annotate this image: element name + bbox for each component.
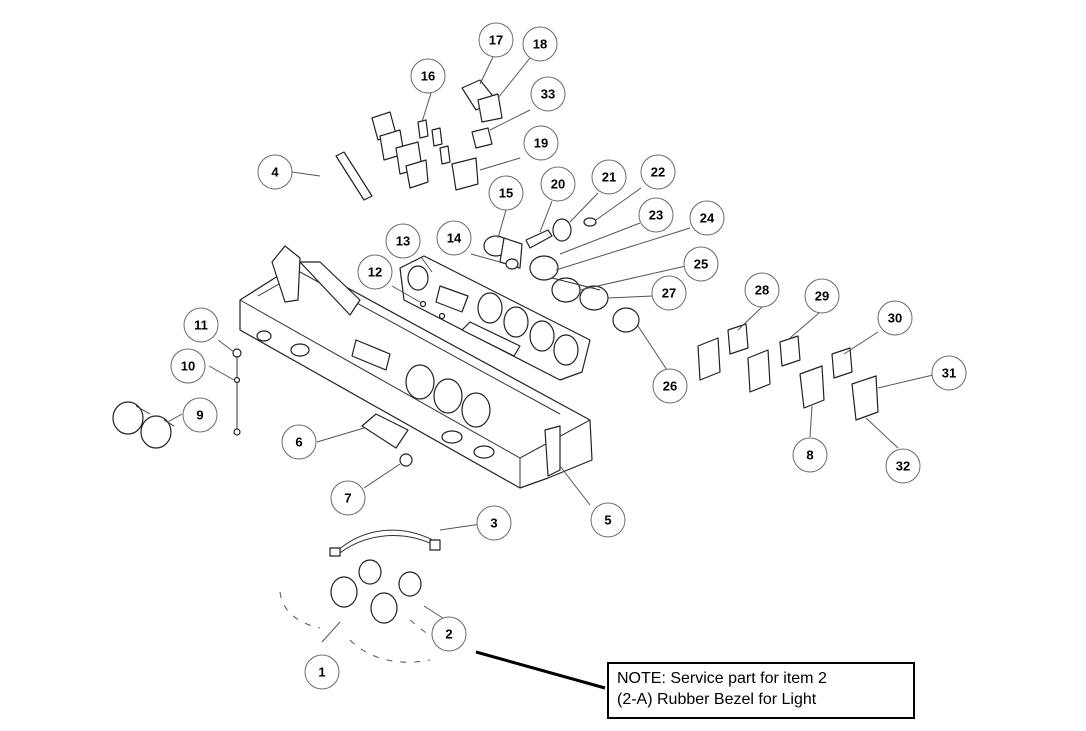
callout-2: 2 <box>431 616 467 652</box>
callout-10: 10 <box>170 348 206 384</box>
callout-30: 30 <box>877 300 913 336</box>
callout-15: 15 <box>488 175 524 211</box>
callout-21: 21 <box>591 159 627 195</box>
group-bracket-1 <box>279 591 321 629</box>
svg-text:12: 12 <box>368 265 382 280</box>
service-note-line-2: (2-A) Rubber Bezel for Light <box>617 691 817 708</box>
callout-12: 12 <box>357 254 393 290</box>
callout-8: 8 <box>792 437 828 473</box>
svg-text:10: 10 <box>181 359 195 374</box>
callout-14: 14 <box>436 220 472 256</box>
callouts: 1 2 3 4 5 6 7 8 9 10 11 12 13 14 15 16 1… <box>170 22 967 690</box>
callout-22: 22 <box>640 154 676 190</box>
service-note-line-1: NOTE: Service part for item 2 <box>617 670 827 687</box>
gauge-assembly <box>529 255 609 311</box>
callout-18: 18 <box>522 26 558 62</box>
svg-text:31: 31 <box>942 366 956 381</box>
rubber-bezels <box>330 576 398 624</box>
callout-17: 17 <box>478 22 514 58</box>
screw <box>438 312 446 320</box>
console-housing <box>239 245 593 489</box>
parts-drawing <box>112 79 879 663</box>
callout-19: 19 <box>523 125 559 161</box>
callout-28: 28 <box>744 272 780 308</box>
bezel-ring <box>612 307 640 333</box>
svg-text:30: 30 <box>888 311 902 326</box>
svg-text:9: 9 <box>196 408 203 423</box>
svg-text:7: 7 <box>344 491 351 506</box>
service-note-box: NOTE: Service part for item 2 (2-A) Rubb… <box>607 662 915 719</box>
callout-29: 29 <box>804 278 840 314</box>
svg-text:14: 14 <box>447 231 462 246</box>
lock-ring <box>552 218 572 242</box>
callout-23: 23 <box>638 197 674 233</box>
callout-32: 32 <box>885 448 921 484</box>
callout-6: 6 <box>281 424 317 460</box>
callout-25: 25 <box>683 246 719 282</box>
svg-text:15: 15 <box>499 186 513 201</box>
faceplate-bracket <box>461 321 521 357</box>
callout-3: 3 <box>476 505 512 541</box>
mounting-bolt <box>232 348 242 436</box>
lamp-sockets <box>358 559 422 597</box>
rocker-switches <box>697 323 879 421</box>
svg-text:13: 13 <box>396 234 410 249</box>
svg-text:5: 5 <box>604 513 611 528</box>
svg-text:28: 28 <box>755 283 769 298</box>
svg-text:26: 26 <box>663 379 677 394</box>
trim-strip <box>335 151 373 201</box>
toggle-switch <box>361 413 409 449</box>
svg-text:19: 19 <box>534 136 548 151</box>
svg-text:18: 18 <box>533 37 547 52</box>
group-bracket-1 <box>349 639 431 663</box>
svg-text:2: 2 <box>445 627 452 642</box>
callout-24: 24 <box>689 200 725 236</box>
callout-4: 4 <box>257 154 293 190</box>
svg-text:22: 22 <box>651 165 665 180</box>
lock-washer <box>583 217 597 227</box>
ignition-key <box>525 229 553 249</box>
callout-33: 33 <box>530 76 566 112</box>
callout-11: 11 <box>183 307 219 343</box>
note-pointer <box>475 650 606 690</box>
svg-text:24: 24 <box>700 211 715 226</box>
svg-text:21: 21 <box>602 170 616 185</box>
svg-text:33: 33 <box>541 87 555 102</box>
svg-text:1: 1 <box>318 665 325 680</box>
svg-text:11: 11 <box>194 318 208 333</box>
switch-faceplate <box>399 255 591 381</box>
ignition-switch <box>483 235 523 270</box>
wire-harness <box>329 529 441 557</box>
svg-text:23: 23 <box>649 208 663 223</box>
callout-9: 9 <box>182 397 218 433</box>
svg-text:27: 27 <box>662 286 676 301</box>
callout-26: 26 <box>652 368 688 404</box>
callout-5: 5 <box>590 502 626 538</box>
svg-text:29: 29 <box>815 289 829 304</box>
callout-13: 13 <box>385 223 421 259</box>
svg-text:8: 8 <box>806 448 813 463</box>
svg-text:4: 4 <box>271 165 279 180</box>
callout-16: 16 <box>410 58 446 94</box>
svg-text:3: 3 <box>490 516 497 531</box>
headlight-pair <box>112 401 175 449</box>
relay-cluster <box>371 79 503 191</box>
svg-text:20: 20 <box>551 177 565 192</box>
callout-7: 7 <box>330 480 366 516</box>
callout-1: 1 <box>304 654 340 690</box>
svg-text:25: 25 <box>694 257 708 272</box>
switch-knob <box>399 453 413 467</box>
svg-text:17: 17 <box>489 33 503 48</box>
leader-lines <box>167 56 934 690</box>
svg-text:6: 6 <box>295 435 302 450</box>
svg-text:16: 16 <box>421 69 435 84</box>
screw <box>419 300 427 308</box>
callout-31: 31 <box>931 355 967 391</box>
callout-27: 27 <box>651 275 687 311</box>
svg-text:32: 32 <box>896 459 910 474</box>
callout-20: 20 <box>540 166 576 202</box>
